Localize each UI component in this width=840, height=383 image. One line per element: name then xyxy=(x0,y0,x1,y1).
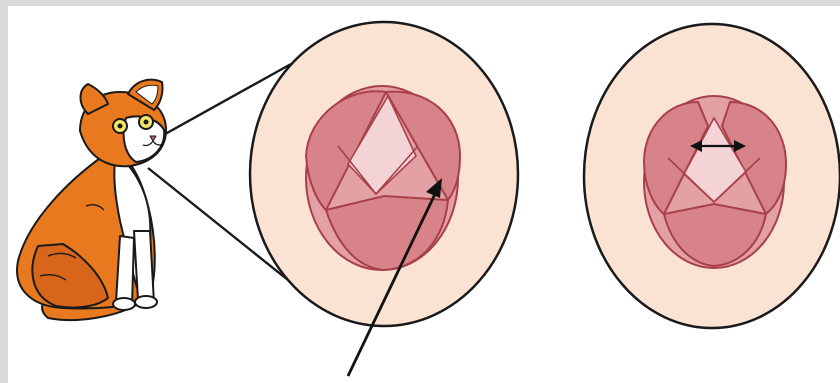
cat-front-leg-right xyxy=(134,231,154,306)
second-tongue-view xyxy=(584,24,840,328)
cat-paw-left xyxy=(113,298,135,310)
cat-paw-right xyxy=(135,296,157,308)
cat-illustration xyxy=(17,80,166,320)
diagram-canvas xyxy=(8,6,840,383)
diagram-svg xyxy=(8,6,840,383)
magnified-tongue-view xyxy=(250,22,518,326)
cat-pupil-left xyxy=(118,124,123,129)
cat-pupil-right xyxy=(144,120,149,125)
